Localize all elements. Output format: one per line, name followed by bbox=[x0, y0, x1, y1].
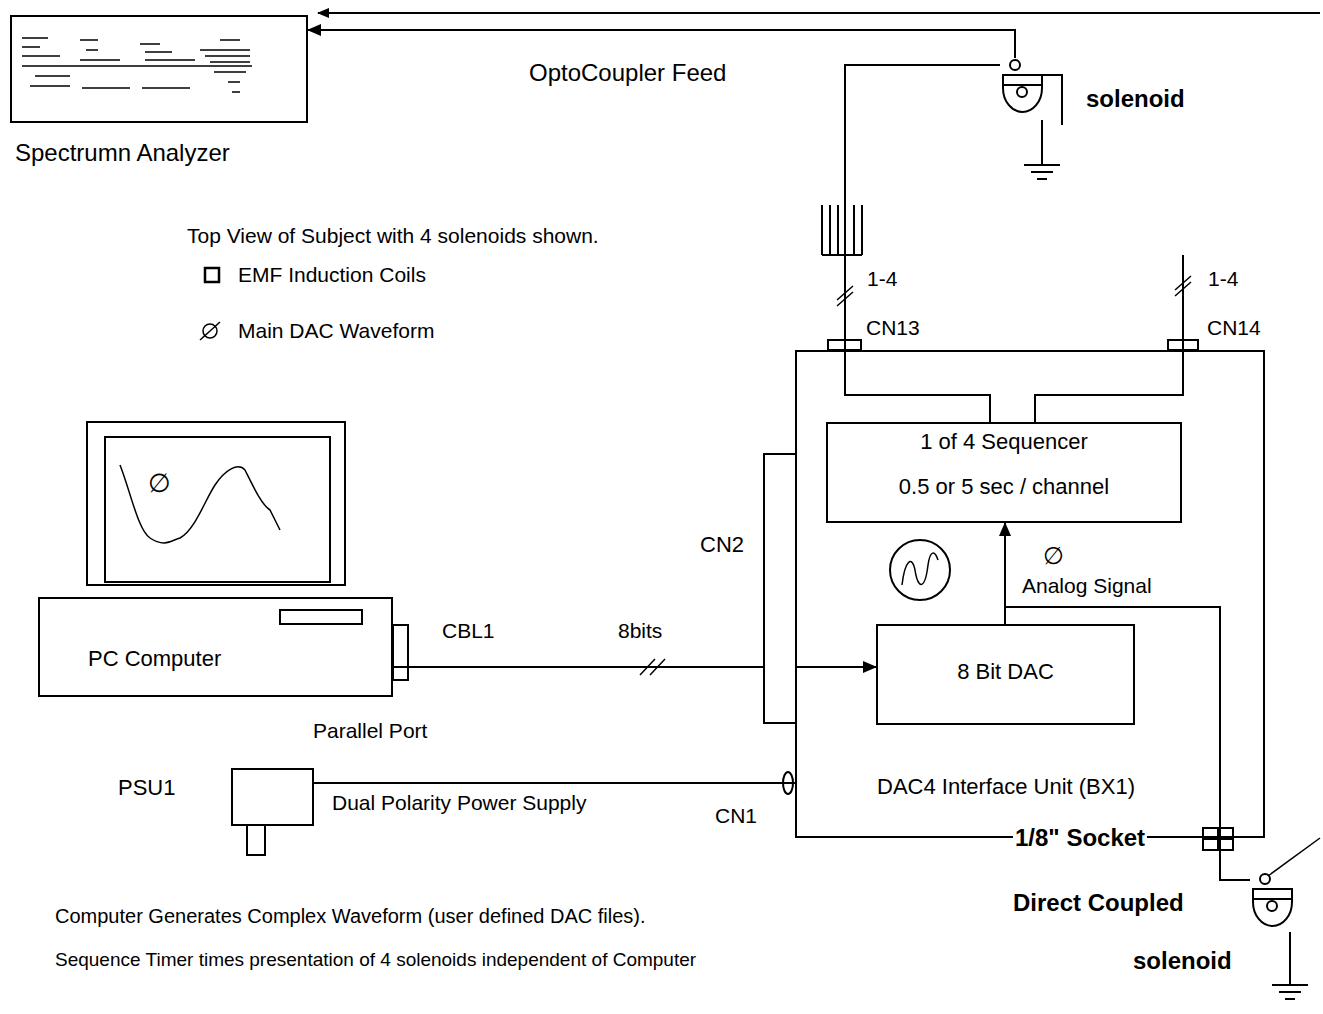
node-label: 0.5 or 5 sec / channel bbox=[899, 475, 1109, 498]
annotation-label: Sequence Timer times presentation of 4 s… bbox=[55, 950, 696, 970]
solenoid-symbol bbox=[1250, 872, 1295, 934]
drawing-stroke bbox=[120, 465, 280, 543]
node-label: PSU1 bbox=[118, 776, 175, 799]
solenoid: solenoid bbox=[1000, 58, 1045, 120]
annotation-label: 8bits bbox=[618, 620, 662, 642]
annotation-label: 1-4 bbox=[1208, 268, 1238, 290]
connector-label: CBL1 bbox=[440, 620, 497, 642]
drawing-stroke bbox=[890, 540, 950, 600]
drawing-stroke bbox=[247, 825, 265, 855]
legend-label: Main DAC Waveform bbox=[238, 320, 434, 342]
dac-box: 8 Bit DAC bbox=[876, 624, 1135, 725]
drawing-stroke bbox=[232, 769, 313, 825]
node-label: Direct Coupled bbox=[1013, 890, 1184, 915]
drawing-stroke bbox=[1042, 75, 1062, 165]
connector-label: Analog Signal bbox=[1020, 575, 1154, 597]
drawing-stroke bbox=[280, 610, 362, 624]
connector bbox=[313, 782, 795, 784]
annotation-label: ∅ bbox=[1043, 543, 1064, 568]
power-supply: PSU1 bbox=[232, 769, 313, 825]
node-label: PC Computer bbox=[88, 647, 221, 670]
solenoid-symbol bbox=[1000, 58, 1045, 120]
connector bbox=[308, 30, 1015, 58]
annotation-label: CN13 bbox=[866, 317, 920, 339]
annotation-label: 1-4 bbox=[867, 268, 897, 290]
annotation-label: Computer Generates Complex Waveform (use… bbox=[55, 906, 646, 927]
annotation-label: Top View of Subject with 4 solenoids sho… bbox=[187, 225, 599, 247]
sequencer-box: 1 of 4 Sequencer 0.5 or 5 sec / channel bbox=[826, 422, 1182, 523]
node-label: solenoid bbox=[1133, 948, 1232, 973]
connector-bar: CN2 bbox=[763, 453, 797, 724]
node-label: solenoid bbox=[1086, 86, 1185, 111]
pc-computer-box: PC Computer bbox=[38, 597, 393, 697]
drawing-stroke bbox=[105, 437, 330, 582]
drawing-stroke bbox=[1035, 255, 1183, 422]
node-label: DAC4 Interface Unit (BX1) bbox=[877, 775, 1135, 798]
drawing-stroke bbox=[318, 12, 1320, 14]
annotation-label: CN1 bbox=[715, 805, 757, 827]
drawing-stroke bbox=[1203, 828, 1233, 850]
annotation-label: ∅ bbox=[148, 470, 171, 497]
annotation-label: Parallel Port bbox=[313, 720, 427, 742]
connector bbox=[393, 666, 763, 668]
drawing-stroke bbox=[1289, 932, 1291, 985]
node-label: Spectrumn Analyzer bbox=[15, 140, 230, 165]
connector bbox=[1005, 607, 1250, 880]
legend-label: EMF Induction Coils bbox=[238, 264, 426, 286]
annotation-label: CN14 bbox=[1207, 317, 1261, 339]
node-label: 8 Bit DAC bbox=[957, 660, 1054, 683]
node-label: 1 of 4 Sequencer bbox=[920, 430, 1088, 453]
solenoid: Direct Coupledsolenoid bbox=[1250, 872, 1295, 934]
drawing-stroke bbox=[902, 553, 938, 585]
drawing-stroke bbox=[200, 322, 220, 340]
drawing-stroke bbox=[1272, 985, 1308, 999]
drawing-stroke bbox=[822, 205, 862, 255]
connector bbox=[845, 65, 1000, 422]
drawing-stroke bbox=[1024, 165, 1060, 179]
spectrum-analyzer-box: Spectrumn Analyzer bbox=[10, 15, 308, 123]
connector-label: Dual Polarity Power Supply bbox=[330, 792, 588, 814]
drawing-stroke bbox=[1203, 828, 1233, 850]
drawing-stroke bbox=[87, 422, 345, 585]
legend-swatch bbox=[205, 268, 219, 282]
drawing-stroke bbox=[1268, 838, 1320, 876]
connector-label: OptoCoupler Feed bbox=[527, 60, 728, 85]
drawing-stroke bbox=[393, 625, 408, 680]
annotation-label: 1/8" Socket bbox=[1013, 825, 1147, 850]
node-label: CN2 bbox=[700, 533, 744, 556]
connector bbox=[797, 666, 876, 668]
drawing-stroke bbox=[22, 38, 252, 92]
